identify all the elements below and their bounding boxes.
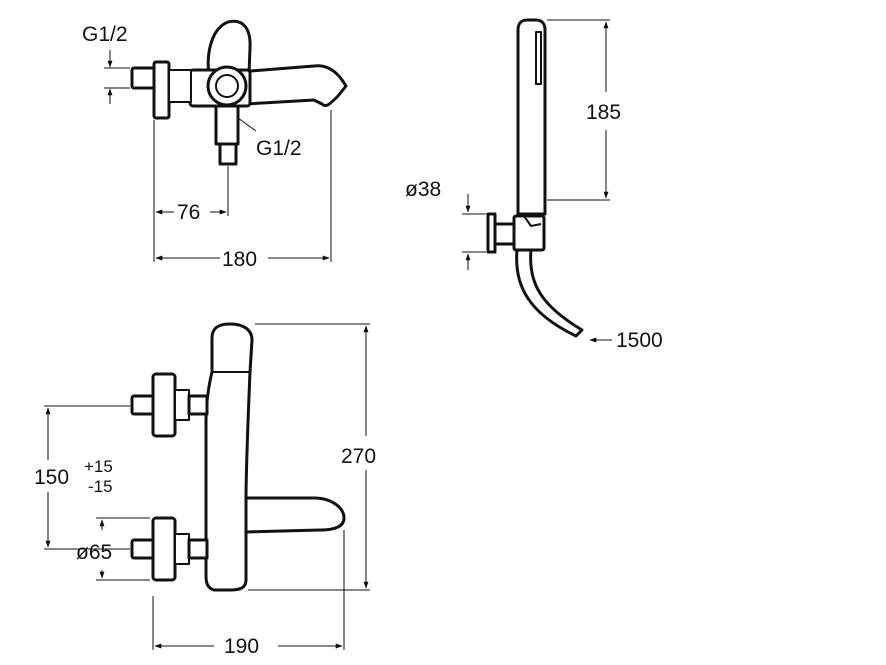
front-view-upper-wall-pipe — [130, 394, 155, 416]
front-view-lower-nut — [174, 533, 190, 565]
top-view-dimensions — [104, 50, 332, 262]
hand-shower-dimensions — [462, 19, 612, 343]
label-holder-diameter: ø38 — [405, 178, 441, 201]
front-view — [130, 322, 346, 592]
top-view-spout — [236, 64, 348, 108]
label-body-length-top: 180 — [222, 248, 257, 271]
top-view-wall-pipe — [130, 66, 156, 90]
label-handshower-length: 185 — [586, 101, 621, 124]
label-hose-length: 1500 — [616, 329, 663, 352]
front-view-upper-nut — [174, 389, 190, 421]
front-view-spout — [243, 496, 346, 534]
hand-shower-hose — [515, 248, 584, 338]
front-view-dimensions — [44, 323, 370, 650]
hand-shower-spray-face — [535, 31, 542, 85]
label-inlet-offset: 76 — [177, 201, 200, 224]
top-view-outlet-nut — [214, 104, 240, 146]
label-centres-tol-minus: -15 — [88, 477, 113, 496]
top-view-eccentric — [168, 69, 192, 103]
front-view-upper-arm — [187, 394, 209, 416]
label-height: 270 — [341, 445, 376, 468]
top-view-lever — [206, 19, 252, 77]
label-escutcheon-diameter: ø65 — [76, 541, 112, 564]
top-view-outlet-pipe — [218, 142, 238, 166]
label-outlet-thread: G1/2 — [256, 137, 302, 160]
label-projection: 190 — [224, 635, 259, 658]
front-view-lower-escutcheon — [151, 516, 177, 582]
front-view-body — [204, 322, 254, 592]
top-view — [130, 19, 348, 166]
top-view-diverter-inner — [215, 74, 239, 98]
front-view-lower-wall-pipe — [130, 538, 155, 560]
front-view-upper-escutcheon — [151, 372, 177, 438]
label-inlet-thread-top: G1/2 — [82, 23, 128, 46]
top-view-escutcheon — [152, 60, 171, 120]
front-view-lower-arm — [187, 538, 209, 560]
label-centres: 150 — [34, 466, 69, 489]
label-centres-tol-plus: +15 — [84, 457, 113, 476]
hand-shower — [486, 18, 584, 338]
